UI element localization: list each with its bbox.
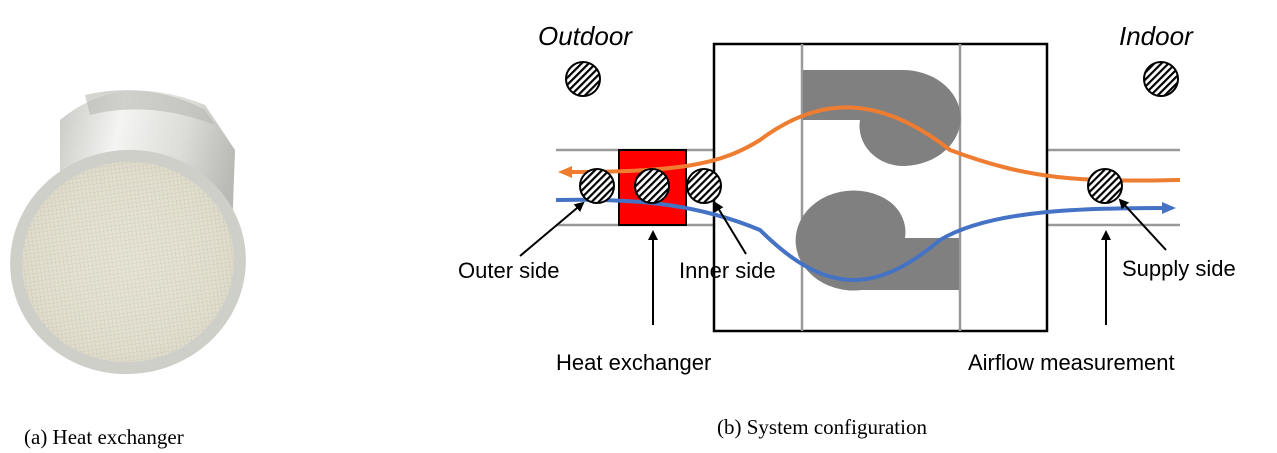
supply-side-sensor — [1087, 168, 1123, 204]
outer-side-pointer — [519, 201, 585, 257]
indoor-duct — [1047, 148, 1180, 227]
heat-exchanger-sensor — [634, 168, 670, 204]
caption-b: (b) System configuration — [717, 415, 927, 439]
inner-side-sensor — [686, 168, 722, 204]
supply-side-pointer — [1118, 198, 1167, 251]
exhaust-flow-arrow — [558, 105, 1181, 183]
heat-exchanger-label: Heat exchanger — [556, 350, 711, 375]
supply-fan — [795, 190, 959, 291]
inner-side-label: Inner side — [679, 258, 776, 283]
supply-flow-arrow — [555, 197, 1176, 282]
outer-side-label: Outer side — [458, 258, 560, 283]
outdoor-label: Outdoor — [538, 21, 633, 51]
indoor-sensor — [1143, 61, 1179, 97]
outdoor-sensor — [565, 61, 601, 97]
indoor-label: Indoor — [1119, 21, 1194, 51]
airflow-measurement-label: Airflow measurement — [968, 350, 1175, 375]
inner-side-pointer — [713, 201, 747, 255]
caption-a: (a) Heat exchanger — [24, 425, 184, 449]
outer-side-sensor — [579, 168, 615, 204]
exhaust-fan — [803, 69, 961, 167]
supply-side-label: Supply side — [1122, 256, 1236, 281]
heat-exchanger-photo — [10, 90, 246, 375]
